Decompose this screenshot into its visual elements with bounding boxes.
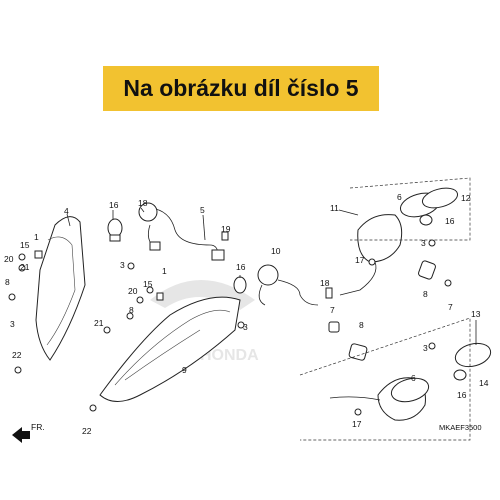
- svg-text:17: 17: [352, 419, 362, 429]
- svg-text:19: 19: [221, 224, 231, 234]
- svg-text:16: 16: [457, 390, 467, 400]
- svg-text:20: 20: [4, 254, 14, 264]
- svg-text:16: 16: [236, 262, 246, 272]
- svg-text:11: 11: [330, 203, 339, 213]
- svg-text:18: 18: [320, 278, 330, 288]
- svg-text:6: 6: [397, 192, 402, 202]
- svg-text:7: 7: [448, 302, 453, 312]
- svg-text:6: 6: [411, 373, 416, 383]
- svg-text:MKAEF3500: MKAEF3500: [439, 423, 482, 432]
- svg-text:16: 16: [109, 200, 119, 210]
- part-labels: 4 1 15 20 21 8 3 22 16 18 5 19 3 1 20 15…: [4, 192, 489, 436]
- svg-text:3: 3: [423, 343, 428, 353]
- leader-lines: [66, 207, 477, 345]
- svg-text:3: 3: [120, 260, 125, 270]
- svg-text:1: 1: [162, 266, 167, 276]
- socket-center: [233, 264, 319, 306]
- svg-text:8: 8: [359, 320, 364, 330]
- svg-text:FR.: FR.: [31, 422, 45, 432]
- turn-signal-lower: [328, 321, 492, 421]
- svg-text:10: 10: [271, 246, 281, 256]
- svg-text:21: 21: [94, 318, 104, 328]
- banner-text: Na obrázku díl číslo 5: [123, 75, 359, 101]
- svg-text:15: 15: [20, 240, 30, 250]
- svg-text:HONDA: HONDA: [200, 347, 259, 364]
- bulb: [107, 218, 123, 242]
- svg-text:5: 5: [200, 205, 205, 215]
- svg-text:21: 21: [20, 262, 30, 272]
- svg-text:18: 18: [138, 198, 148, 208]
- svg-text:9: 9: [182, 365, 187, 375]
- front-cover: [35, 216, 86, 361]
- guide-upper: [349, 177, 471, 241]
- svg-text:22: 22: [12, 350, 22, 360]
- svg-text:15: 15: [143, 279, 153, 289]
- svg-text:14: 14: [479, 378, 489, 388]
- svg-text:17: 17: [355, 255, 365, 265]
- svg-text:3: 3: [10, 319, 15, 329]
- guide-lower: [299, 317, 471, 441]
- fasteners: [8, 231, 452, 416]
- front-direction-arrow: FR.: [12, 422, 45, 443]
- svg-text:1: 1: [34, 232, 39, 242]
- svg-text:13: 13: [471, 309, 481, 319]
- svg-text:8: 8: [129, 305, 134, 315]
- svg-text:3: 3: [243, 322, 248, 332]
- part-number-banner: Na obrázku díl číslo 5: [103, 66, 379, 111]
- svg-text:8: 8: [423, 289, 428, 299]
- svg-text:16: 16: [445, 216, 455, 226]
- svg-text:22: 22: [82, 426, 92, 436]
- wire-harness: [149, 207, 219, 256]
- svg-text:12: 12: [461, 193, 471, 203]
- svg-text:20: 20: [128, 286, 138, 296]
- svg-text:7: 7: [330, 305, 335, 315]
- svg-text:8: 8: [5, 277, 10, 287]
- svg-text:4: 4: [64, 206, 69, 216]
- svg-text:3: 3: [421, 238, 426, 248]
- turn-signal-upper: [339, 187, 459, 296]
